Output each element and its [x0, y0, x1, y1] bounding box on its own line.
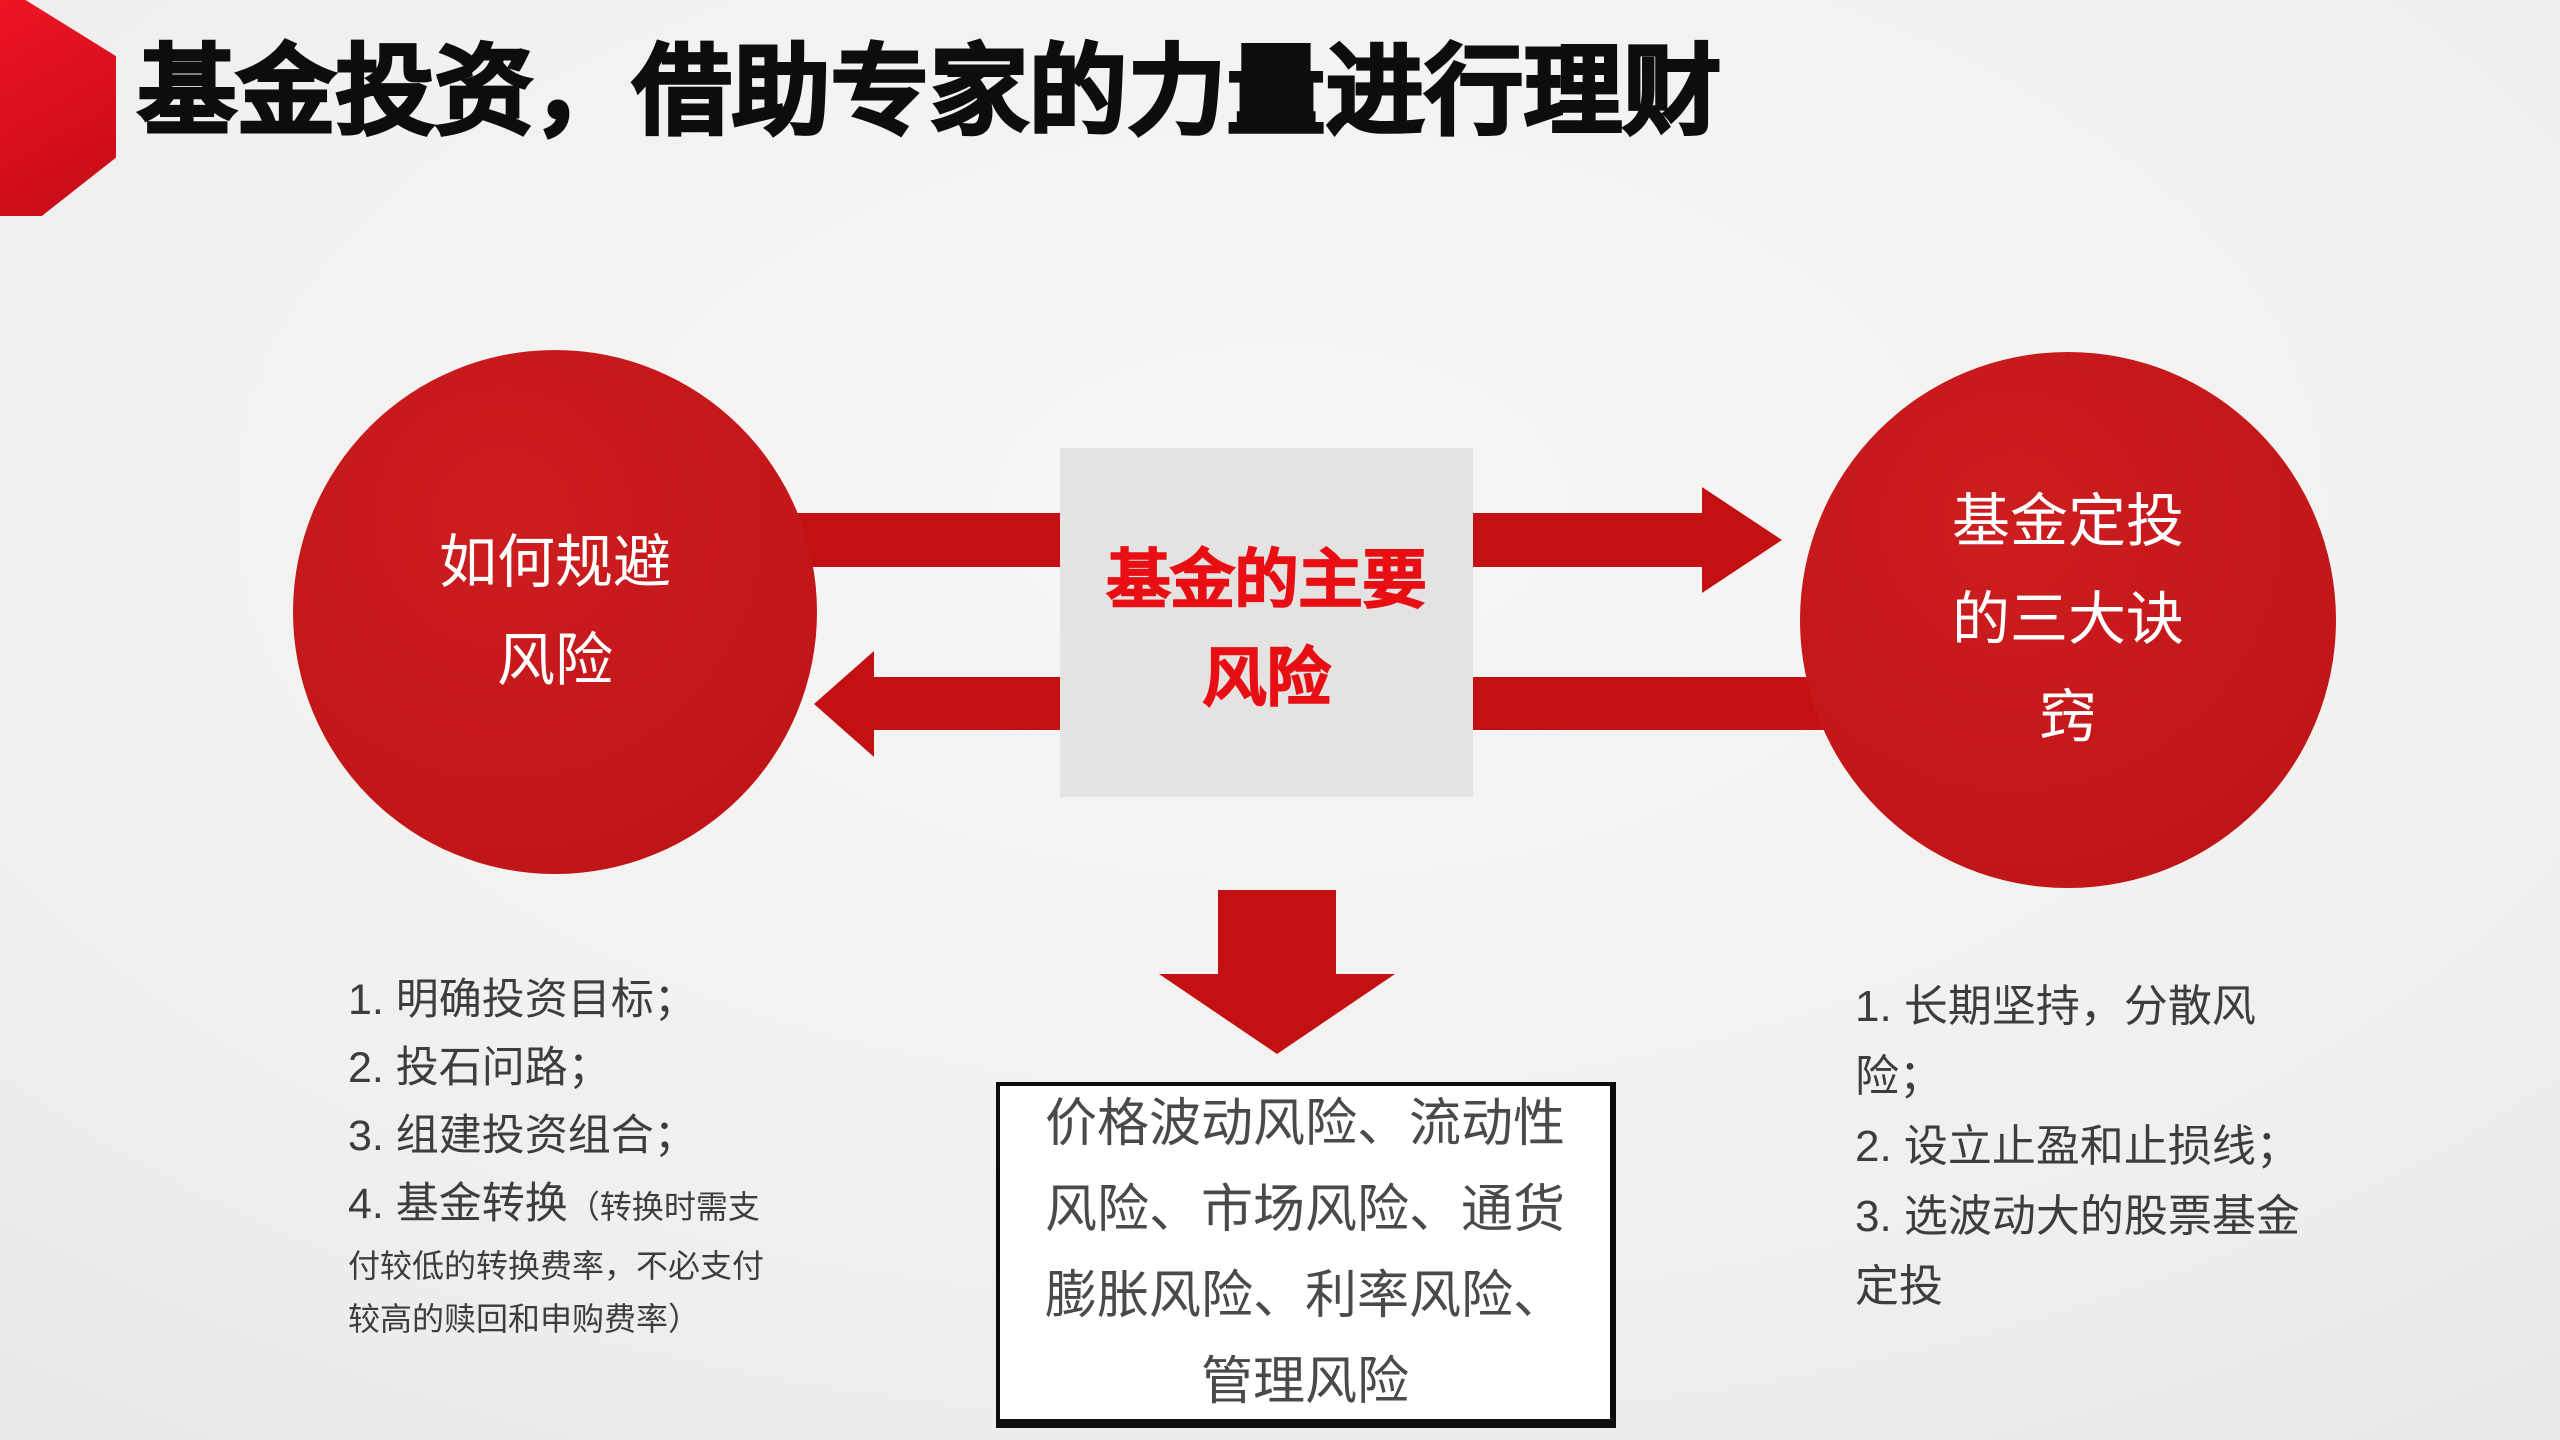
center-topic-box: 基金的主要 风险	[1060, 448, 1473, 797]
risk-types-box: 价格波动风险、流动性 风险、市场风险、通货 膨胀风险、利率风险、 管理风险	[996, 1082, 1616, 1428]
list-item: 4. 基金转换（转换时需支付较低的转换费率，不必支付较高的赎回和申购费率）	[348, 1170, 788, 1344]
title-chevron-icon	[0, 0, 116, 216]
list-item: 1. 长期坚持，分散风险；	[1855, 982, 2256, 1101]
arrow-down-shaft	[1218, 890, 1336, 976]
left-topic-circle: 如何规避 风险	[293, 350, 817, 874]
list-item-main-text: 4. 基金转换	[348, 1180, 568, 1228]
arrow-right-icon	[1702, 487, 1782, 593]
list-item-note-text: （转换时需支付较低的转换费率，不必支付较高的赎回和申购费率）	[348, 1189, 765, 1337]
left-topic-label: 如何规避 风险	[438, 530, 671, 693]
right-topic-label: 基金定投 的三大诀 窍	[1951, 489, 2184, 750]
right-topic-circle: 基金定投 的三大诀 窍	[1800, 352, 2336, 888]
list-item: 1. 明确投资目标；	[348, 976, 697, 1024]
arrow-left-icon	[814, 651, 874, 757]
arrow-down-icon	[1159, 974, 1395, 1054]
list-item: 3. 选波动大的股票基金定投	[1855, 1192, 2300, 1311]
risk-types-label: 价格波动风险、流动性 风险、市场风险、通货 膨胀风险、利率风险、 管理风险	[1044, 1094, 1565, 1411]
avoid-risk-list: 1. 明确投资目标； 2. 投石问路； 3. 组建投资组合； 4. 基金转换（转…	[348, 966, 818, 1344]
list-item: 2. 投石问路；	[348, 1044, 611, 1092]
slide-title: 基金投资，借助专家的力量进行理财	[136, 35, 1723, 148]
fund-tips-list: 1. 长期坚持，分散风险； 2. 设立止盈和止损线； 3. 选波动大的股票基金定…	[1855, 972, 2335, 1322]
list-item: 3. 组建投资组合；	[348, 1112, 697, 1160]
center-topic-label: 基金的主要 风险	[1106, 543, 1428, 715]
list-item: 2. 设立止盈和止损线；	[1855, 1122, 2300, 1171]
